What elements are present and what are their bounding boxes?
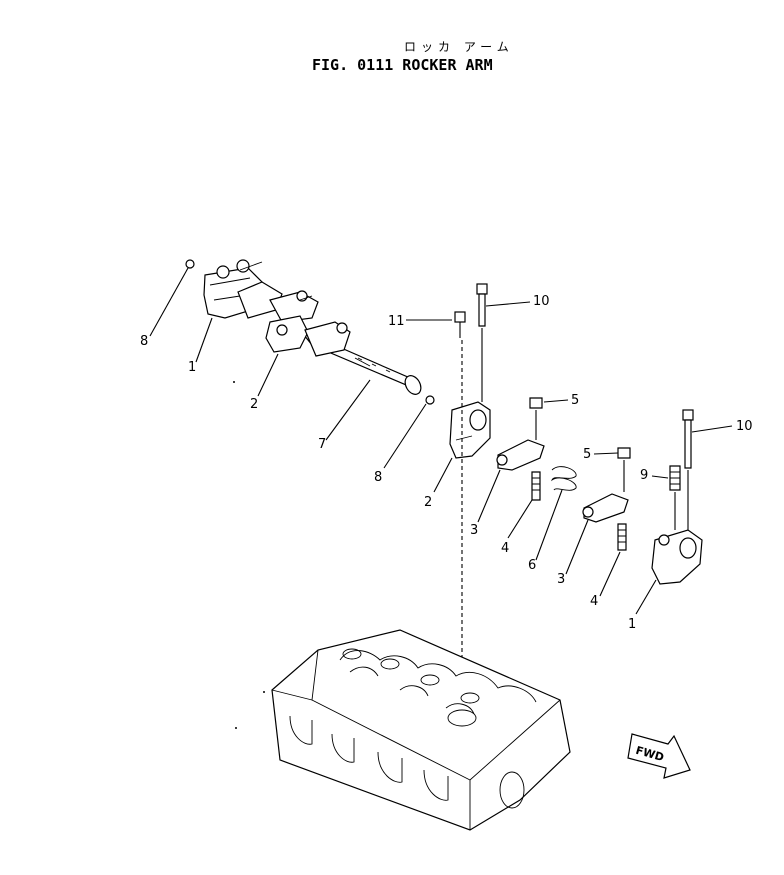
callout-8: 8 [374,470,382,485]
right-support [651,409,703,585]
callout-2: 2 [250,397,258,412]
callout-5: 5 [583,447,591,462]
washer-8-upper [185,259,195,269]
callout-1: 1 [188,360,196,375]
callout-4: 4 [590,594,598,609]
callout-4: 4 [501,541,509,556]
title-japanese: ロッカ アーム [404,40,514,54]
callout-11: 11 [388,314,405,329]
washer-8-lower [425,395,435,405]
leader-lines [149,267,733,615]
center-support [449,283,491,760]
rocker-arm-right-1 [496,397,577,501]
callout-10: 10 [736,419,753,434]
callout-2: 2 [424,495,432,510]
rocker-shaft-assembly [203,259,422,395]
callout-3: 3 [557,572,565,587]
figure-title: FIG. 0111 ROCKER ARM [312,56,493,74]
callout-8: 8 [140,334,148,349]
callout-5: 5 [571,393,579,408]
callout-1: 1 [628,617,636,632]
cylinder-head [271,629,571,831]
callout-9: 9 [640,468,648,483]
callout-3: 3 [470,523,478,538]
callout-7: 7 [318,437,326,452]
callout-10: 10 [533,294,550,309]
callout-numbers: 8 1 2 7 8 11 10 5 2 3 4 6 5 9 3 4 10 1 [140,294,753,632]
fwd-arrow: FWD [627,733,691,779]
rocker-arm-right-2 [582,447,631,551]
callout-6: 6 [528,558,536,573]
